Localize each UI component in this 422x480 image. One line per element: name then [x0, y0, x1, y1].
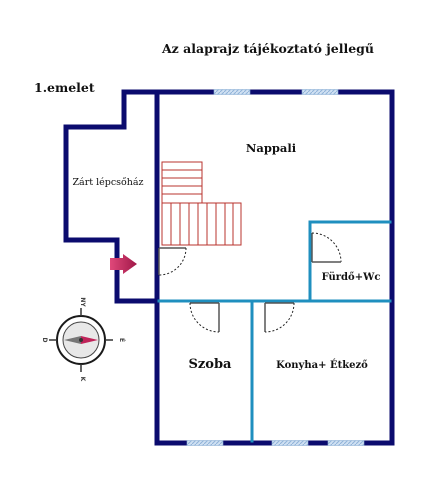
room-label-bedroom: Szoba [189, 357, 233, 372]
windows [186, 89, 365, 446]
door-bedroom [189, 302, 220, 333]
room-label-bathroom: Fürdő+Wc [322, 272, 381, 283]
window-bottom-mid [271, 440, 309, 446]
window-bottom-right [327, 440, 365, 446]
compass-north: NY [79, 297, 86, 307]
door-staircase [158, 247, 187, 276]
compass-east: É [118, 338, 126, 342]
room-label-kitchen: Konyha+ Étkező [276, 359, 368, 371]
plan-disclaimer: Az alaprajz tájékoztató jellegű [161, 41, 374, 56]
inner-walls [157, 220, 392, 443]
compass-west: D [41, 338, 48, 343]
compass-icon: NY K D É [41, 297, 126, 381]
staircase-stairs [161, 161, 242, 246]
window-bottom-left [186, 440, 224, 446]
room-label-living-room: Nappali [246, 141, 297, 155]
window-top-left [213, 89, 251, 95]
entrance-arrow-icon [110, 254, 137, 274]
room-label-staircase: Zárt lépcsőház [72, 177, 143, 188]
window-top-right [301, 89, 339, 95]
door-kitchen [264, 302, 295, 333]
door-bathroom [311, 232, 342, 263]
compass-south: K [79, 377, 86, 382]
floor-label: 1.emelet [34, 80, 95, 95]
doors [158, 232, 342, 333]
